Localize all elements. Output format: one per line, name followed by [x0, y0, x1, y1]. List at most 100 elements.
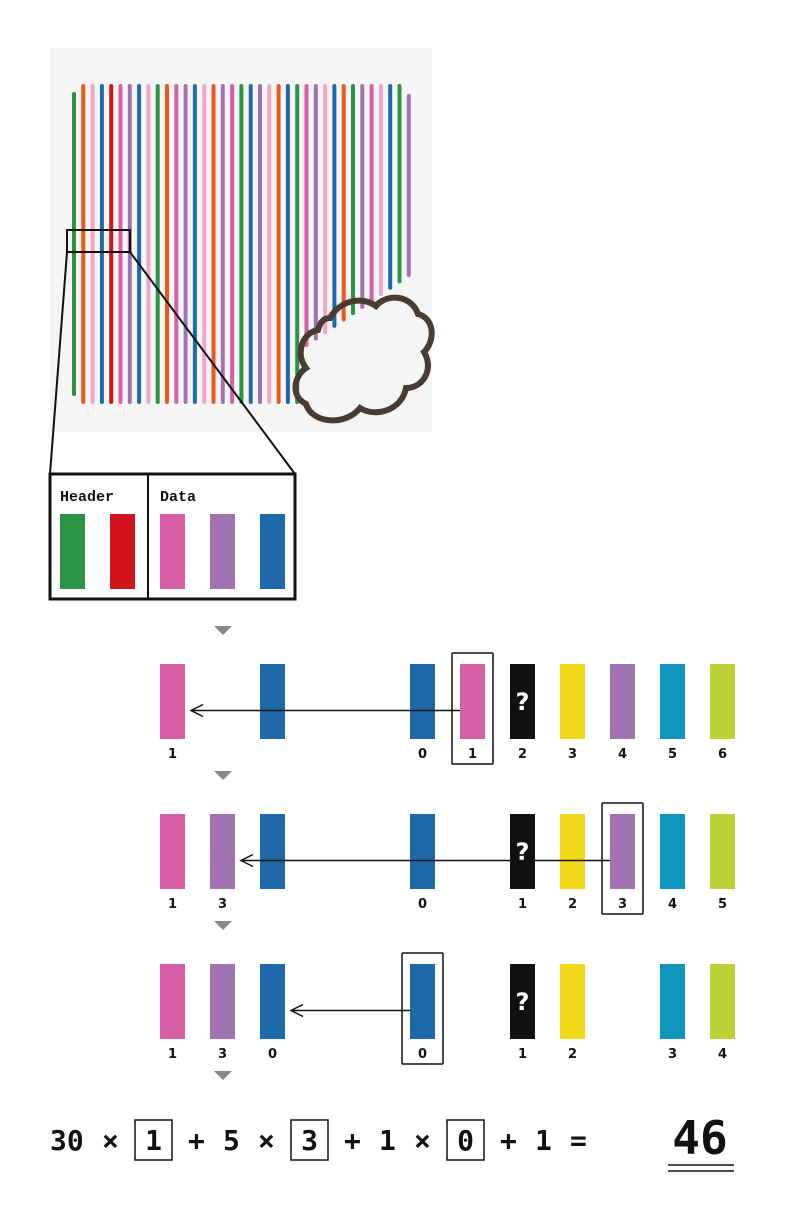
- palette-index-label: 1: [518, 1047, 527, 1062]
- barcode-photo: [49, 48, 435, 475]
- equation-token: 1: [379, 1124, 396, 1157]
- arrowhead-icon: [189, 703, 204, 718]
- header-bar-green: [60, 514, 85, 589]
- palette-index-label: 3: [618, 897, 627, 912]
- result-bar: [160, 814, 185, 889]
- equation-token: +: [500, 1124, 517, 1157]
- header-bar-red: [110, 514, 135, 589]
- palette-bar: [660, 814, 685, 889]
- cloud-shape: [292, 294, 435, 424]
- result-bar: [160, 964, 185, 1039]
- palette-index-label: 4: [618, 747, 627, 762]
- down-arrow-icon: [214, 626, 232, 635]
- equation-token: 30: [50, 1124, 84, 1157]
- equation-digit: 1: [145, 1124, 162, 1157]
- palette-bar: [610, 814, 635, 889]
- unknown-bar: [510, 814, 535, 889]
- decoding-steps: 1 0 1? 2 3 4 5 6 1 3 0? 1 2 3 4 5 1 3 0 0? 1 2 3 4: [160, 626, 735, 1080]
- decoding-step: 1 3 0? 1 2 3 4 5: [160, 802, 735, 915]
- palette-bar: [560, 814, 585, 889]
- palette-index-label: 0: [418, 897, 427, 912]
- palette-bar: [610, 664, 635, 739]
- palette-bar: [410, 964, 435, 1039]
- equation-digit: 0: [457, 1124, 474, 1157]
- pending-bar: [260, 814, 285, 889]
- unknown-bar: [510, 664, 535, 739]
- down-arrow-icon: [214, 771, 232, 780]
- down-arrow-icon: [214, 1071, 232, 1080]
- arrowhead-icon: [289, 1003, 304, 1018]
- palette-index-label: 0: [418, 1047, 427, 1062]
- equation-token: +: [344, 1124, 361, 1157]
- zoom-line-right: [129, 251, 296, 475]
- selected-highlight: [401, 952, 444, 1065]
- palette-index-label: 1: [518, 897, 527, 912]
- palette-bar: [410, 664, 435, 739]
- result-bar: [210, 814, 235, 889]
- pending-bar: [260, 664, 285, 739]
- equation-token: ×: [258, 1124, 275, 1157]
- data-bar-pink: [160, 514, 185, 589]
- equation-digit-box: [134, 1119, 173, 1161]
- result-digit-label: 3: [218, 897, 227, 912]
- palette-bar: [710, 664, 735, 739]
- palette-index-label: 2: [568, 1047, 577, 1062]
- result-bar: [210, 964, 235, 1039]
- result-digit-label: 1: [168, 897, 177, 912]
- down-arrow-icon: [214, 921, 232, 930]
- result-digit-label: 3: [218, 1047, 227, 1062]
- data-bar-blue: [260, 514, 285, 589]
- equation-token: ×: [414, 1124, 431, 1157]
- palette-bar: [560, 964, 585, 1039]
- palette-index-label: 5: [718, 897, 727, 912]
- equation-token: +: [188, 1124, 205, 1157]
- palette-index-label: 2: [568, 897, 577, 912]
- palette-index-label: 5: [668, 747, 677, 762]
- equation-token: 1: [535, 1124, 552, 1157]
- palette-bar: [460, 664, 485, 739]
- data-label: Data: [160, 489, 196, 506]
- palette-index-label: 4: [668, 897, 677, 912]
- palette-bar: [710, 814, 735, 889]
- equation-digit-box: [290, 1119, 329, 1161]
- question-mark-icon: ?: [516, 988, 530, 1016]
- result-bar: [160, 664, 185, 739]
- selected-highlight: [451, 652, 494, 765]
- result-digit-label: 1: [168, 1047, 177, 1062]
- palette-bar: [560, 664, 585, 739]
- zoom-region-marker: [66, 229, 131, 253]
- checksum-equation: 30 × 1 +5 × 3 +1 × 0 +1 = 46: [50, 1111, 734, 1172]
- palette-bar: [410, 814, 435, 889]
- header-label: Header: [60, 489, 114, 506]
- equation-token: ×: [102, 1124, 119, 1157]
- palette-bar: [710, 964, 735, 1039]
- zoom-line-left: [49, 251, 68, 475]
- palette-bar: [660, 664, 685, 739]
- selected-highlight: [601, 802, 644, 915]
- palette-index-label: 3: [568, 747, 577, 762]
- palette-index-label: 6: [718, 747, 727, 762]
- equation-digit: 3: [301, 1124, 318, 1157]
- decoding-step: 1 3 0 0? 1 2 3 4: [160, 952, 735, 1065]
- zoom-legend: Header Data: [48, 472, 297, 601]
- equation-token: =: [570, 1124, 587, 1157]
- palette-index-label: 1: [468, 747, 477, 762]
- equation-token: 5: [223, 1124, 240, 1157]
- decoding-step: 1 0 1? 2 3 4 5 6: [160, 652, 735, 765]
- result-digit-label: 1: [168, 747, 177, 762]
- data-bar-purple: [210, 514, 235, 589]
- arrowhead-icon: [239, 853, 254, 868]
- equation-result: 46: [672, 1111, 727, 1165]
- result-bar: [260, 964, 285, 1039]
- barcode-stripes: [72, 84, 411, 404]
- unknown-bar: [510, 964, 535, 1039]
- palette-index-label: 4: [718, 1047, 727, 1062]
- palette-index-label: 0: [418, 747, 427, 762]
- palette-index-label: 2: [518, 747, 527, 762]
- equation-digit-box: [446, 1119, 485, 1161]
- question-mark-icon: ?: [516, 838, 530, 866]
- question-mark-icon: ?: [516, 688, 530, 716]
- palette-index-label: 3: [668, 1047, 677, 1062]
- result-digit-label: 0: [268, 1047, 277, 1062]
